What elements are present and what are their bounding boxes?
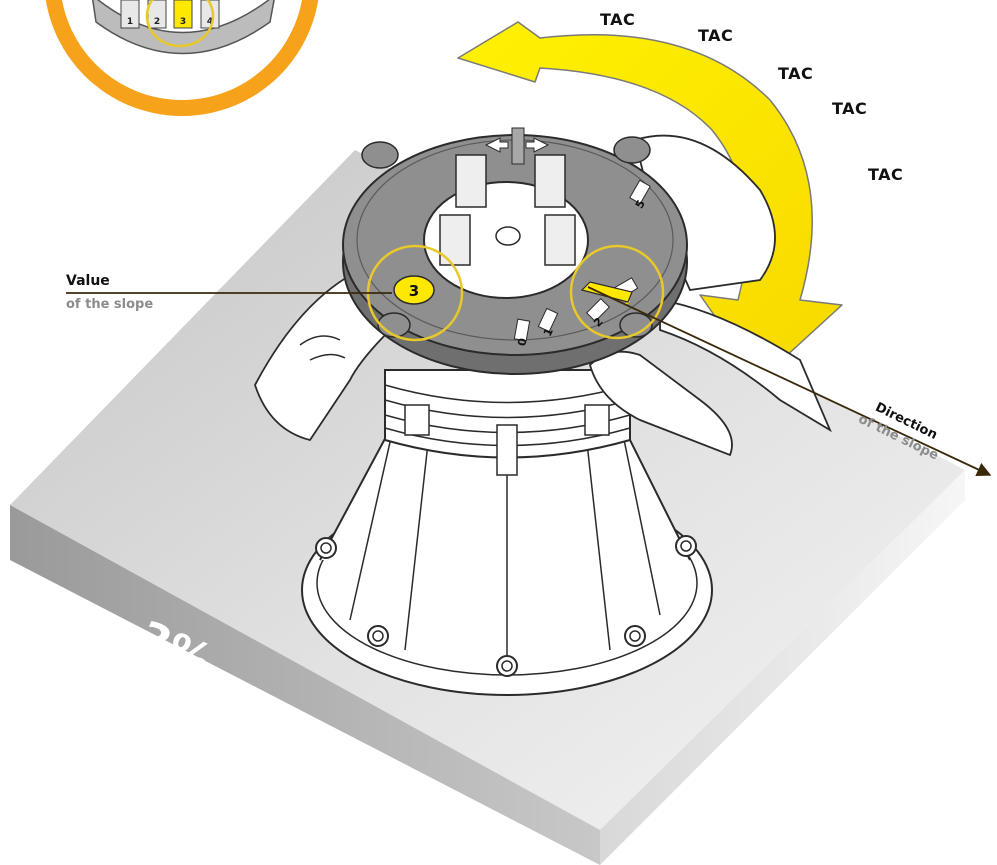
value-badge bbox=[393, 275, 435, 305]
value-sublabel: of the slope bbox=[66, 297, 154, 312]
inset-slot bbox=[120, 0, 140, 29]
tac-sound-2: TAC bbox=[698, 26, 734, 45]
tac-sound-1: TAC bbox=[600, 10, 636, 29]
dial-slot bbox=[629, 179, 651, 205]
direction-arrow-line bbox=[587, 286, 992, 477]
dial-scale-number: 0 bbox=[515, 337, 529, 347]
direction-callout-circle bbox=[569, 244, 665, 340]
inset-slot bbox=[173, 0, 193, 29]
inset-scale-number: 3 bbox=[180, 17, 186, 27]
hands bbox=[254, 134, 832, 457]
inset-scale-number: 1 bbox=[127, 17, 133, 27]
inset-highlight-circle bbox=[145, 0, 215, 48]
pedestal-base bbox=[301, 419, 713, 696]
value-label: Value bbox=[66, 273, 110, 289]
inset-scale-number: 4 bbox=[207, 17, 213, 27]
tac-sound-3: TAC bbox=[778, 64, 814, 83]
dial-slot bbox=[585, 297, 611, 323]
inset-scale-number: 2 bbox=[154, 17, 160, 27]
dial-slot bbox=[513, 318, 531, 342]
dial-slot bbox=[537, 307, 559, 333]
rotation-arrow bbox=[457, 21, 843, 381]
tac-sound-5: TAC bbox=[868, 165, 904, 184]
slab-front-face bbox=[10, 505, 600, 865]
tac-sound-4: TAC bbox=[832, 99, 868, 118]
inset-detail: 1 2 3 4 bbox=[45, 0, 319, 116]
value-badge-text: 3 bbox=[409, 282, 419, 300]
slab-side-face bbox=[600, 470, 965, 865]
pedestal-column bbox=[384, 369, 631, 476]
